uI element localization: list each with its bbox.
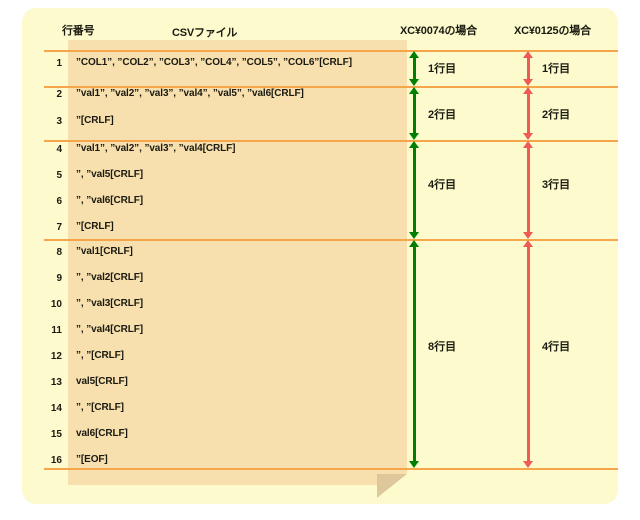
group-divider-1 <box>44 86 618 88</box>
group-divider-3 <box>44 239 618 241</box>
arrowhead-down-icon <box>409 79 419 86</box>
row-number: 7 <box>56 222 62 233</box>
csv-line: ”, ”val5[CRLF] <box>76 169 143 180</box>
csv-line: ”[CRLF] <box>76 221 114 232</box>
arrow-label-xcv0125-group-3: 3行目 <box>542 179 571 191</box>
arrow-label-xcv0074-group-3: 4行目 <box>428 179 457 191</box>
header-row-number: 行番号 <box>62 25 95 37</box>
csv-line-count-diagram: 行番号 CSVファイル XC¥0074の場合 XC¥0125の場合 1 2 3 … <box>22 8 618 504</box>
arrow-label-xcv0074-group-1: 1行目 <box>428 63 457 75</box>
arrow-shaft <box>413 92 416 135</box>
arrow-label-xcv0074-group-4: 8行目 <box>428 341 457 353</box>
csv-line: ”val1”, ”val2”, ”val3”, ”val4[CRLF] <box>76 143 236 154</box>
arrowhead-up-icon <box>523 87 533 94</box>
arrowhead-down-icon <box>409 133 419 140</box>
arrow-label-xcv0074-group-2: 2行目 <box>428 109 457 121</box>
arrow-shaft <box>413 146 416 234</box>
arrowhead-up-icon <box>409 141 419 148</box>
csv-line: ”, ”val3[CRLF] <box>76 298 143 309</box>
csv-line: ”, ”[CRLF] <box>76 350 124 361</box>
row-number: 9 <box>56 273 62 284</box>
arrow-xcv0125-group-4 <box>523 240 534 468</box>
row-number: 6 <box>56 196 62 207</box>
arrowhead-up-icon <box>523 51 533 58</box>
csv-line: ”[CRLF] <box>76 115 114 126</box>
arrow-xcv0074-group-1 <box>409 51 420 86</box>
arrow-xcv0125-group-1 <box>523 51 534 86</box>
arrow-shaft <box>527 245 530 463</box>
csv-line: val5[CRLF] <box>76 376 128 387</box>
header-csv-file: CSVファイル <box>172 27 238 39</box>
row-number: 4 <box>56 144 62 155</box>
arrow-xcv0125-group-2 <box>523 87 534 140</box>
header-column-xcv0074: XC¥0074の場合 <box>400 25 477 37</box>
arrow-shaft <box>527 56 530 81</box>
row-number: 11 <box>51 325 62 336</box>
row-number: 12 <box>50 351 62 362</box>
arrow-xcv0074-group-4 <box>409 240 420 468</box>
csv-line: ”, ”val4[CRLF] <box>76 324 143 335</box>
csv-line: val6[CRLF] <box>76 428 128 439</box>
csv-line: ”val1”, ”val2”, ”val3”, ”val4”, ”val5”, … <box>76 88 304 99</box>
csv-file-panel <box>68 40 407 485</box>
arrowhead-down-icon <box>409 461 419 468</box>
arrowhead-up-icon <box>523 240 533 247</box>
row-number: 16 <box>50 455 62 466</box>
arrowhead-up-icon <box>409 87 419 94</box>
arrowhead-down-icon <box>523 232 533 239</box>
row-number: 2 <box>56 89 62 100</box>
arrow-shaft <box>413 245 416 463</box>
row-number: 8 <box>56 247 62 258</box>
csv-line: ”[EOF] <box>76 454 108 465</box>
csv-line: ”val1[CRLF] <box>76 246 133 257</box>
group-divider-top <box>44 50 618 52</box>
header-column-xcv0125: XC¥0125の場合 <box>514 25 591 37</box>
arrow-shaft <box>413 56 416 81</box>
row-number: 5 <box>56 170 62 181</box>
row-number: 15 <box>50 429 62 440</box>
group-divider-2 <box>44 140 618 142</box>
arrowhead-up-icon <box>523 141 533 148</box>
csv-line: ”, ”[CRLF] <box>76 402 124 413</box>
arrow-shaft <box>527 92 530 135</box>
arrowhead-down-icon <box>523 79 533 86</box>
arrow-xcv0125-group-3 <box>523 141 534 239</box>
row-number: 3 <box>56 116 62 127</box>
arrow-xcv0074-group-3 <box>409 141 420 239</box>
arrow-label-xcv0125-group-1: 1行目 <box>542 63 571 75</box>
arrowhead-down-icon <box>523 461 533 468</box>
group-divider-bottom <box>44 468 618 470</box>
row-number: 14 <box>50 403 62 414</box>
arrowhead-down-icon <box>409 232 419 239</box>
row-number: 10 <box>50 299 62 310</box>
arrow-label-xcv0125-group-4: 4行目 <box>542 341 571 353</box>
row-number: 1 <box>56 58 62 69</box>
arrowhead-down-icon <box>523 133 533 140</box>
arrowhead-up-icon <box>409 51 419 58</box>
arrow-shaft <box>527 146 530 234</box>
row-number: 13 <box>50 377 62 388</box>
csv-line: ”COL1”, ”COL2”, ”COL3”, ”COL4”, ”COL5”, … <box>76 57 352 68</box>
csv-line: ”, ”val6[CRLF] <box>76 195 143 206</box>
arrowhead-up-icon <box>409 240 419 247</box>
csv-line: ”, ”val2[CRLF] <box>76 272 143 283</box>
arrow-label-xcv0125-group-2: 2行目 <box>542 109 571 121</box>
arrow-xcv0074-group-2 <box>409 87 420 140</box>
